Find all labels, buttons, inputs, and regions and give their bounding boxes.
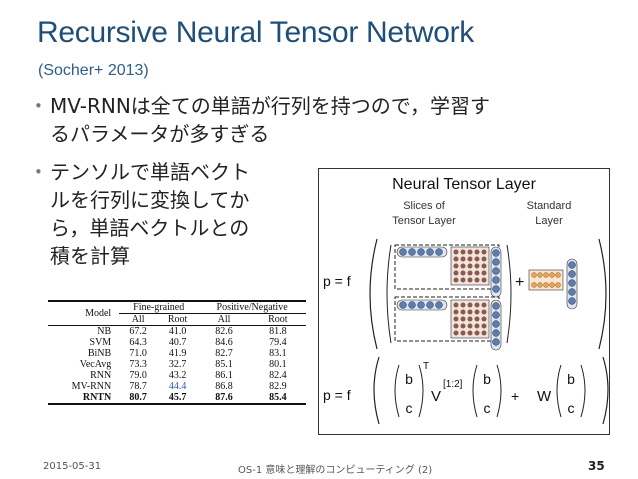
standard-label-2: Layer bbox=[535, 215, 563, 227]
V-symbol: V bbox=[431, 388, 441, 405]
bullet-2-line-4: 積を計算 bbox=[50, 244, 130, 268]
vec3-c: c bbox=[568, 400, 575, 416]
bullet-2-line-1: テンソルで単語ベクト bbox=[50, 160, 250, 184]
group-header-posneg: Positive/Negative bbox=[198, 301, 306, 314]
bullet-2: • テンソルで単語ベクト ルを行列に変換してか ら，単語ベクトルとの 積を計算 bbox=[34, 158, 310, 270]
vec3-bracket-right bbox=[580, 364, 586, 418]
vec1-b: b bbox=[405, 371, 413, 387]
tensor-slice-2 bbox=[394, 296, 502, 351]
vec2-c: c bbox=[484, 400, 491, 416]
inner-paren-left bbox=[386, 244, 392, 344]
W-symbol: W bbox=[537, 388, 552, 405]
vec2-bracket-left bbox=[472, 364, 478, 418]
slices-label-2: Tensor Layer bbox=[392, 215, 456, 227]
eq-paren-right bbox=[602, 356, 609, 425]
footer-course: OS-1 意味と理解のコンピューティング (2) bbox=[238, 465, 433, 476]
slide-subtitle: (Socher+ 2013) bbox=[38, 62, 149, 79]
eq-paren-left bbox=[373, 356, 380, 425]
results-table: Model Fine-grained Positive/Negative All… bbox=[48, 300, 306, 405]
p-eq-1: p = f bbox=[323, 273, 351, 289]
slices-label-1: Slices of bbox=[403, 200, 446, 212]
bullet-2-line-2: ルを行列に変換してか bbox=[50, 188, 250, 212]
outer-paren-left bbox=[369, 238, 378, 350]
plus-1: + bbox=[515, 274, 524, 291]
vec3-b: b bbox=[567, 371, 575, 387]
vec3-bracket-left bbox=[556, 364, 562, 418]
standard-label-1: Standard bbox=[527, 200, 572, 212]
bullet-dot: • bbox=[34, 163, 43, 181]
V-superscript: [1:2] bbox=[443, 379, 463, 390]
neural-tensor-layer-diagram: Neural Tensor Layer Slices of Tensor Lay… bbox=[318, 168, 610, 435]
bullet-2-line-3: ら，単語ベクトルとの bbox=[50, 216, 250, 240]
bullet-dot: • bbox=[34, 97, 43, 115]
subheader-root-1: Root bbox=[167, 314, 188, 325]
vec2-bracket-right bbox=[496, 364, 502, 418]
vec1-bracket-right bbox=[418, 364, 424, 418]
page-number: 35 bbox=[588, 459, 605, 473]
ntl-title: Neural Tensor Layer bbox=[392, 176, 536, 193]
outer-paren-right bbox=[598, 238, 607, 350]
footer-date: 2015-05-31 bbox=[43, 461, 102, 472]
vec1-c: c bbox=[406, 400, 413, 416]
tensor-slice-1 bbox=[394, 244, 502, 298]
vec1-bracket-left bbox=[394, 364, 400, 418]
bullet-1-line-1: MV-RNNは全ての単語が行列を持つので，学習す bbox=[50, 94, 491, 118]
plus-2: + bbox=[511, 388, 519, 404]
group-header-fine: Fine-grained bbox=[119, 301, 199, 314]
subheader-all-1: All bbox=[131, 314, 145, 325]
ntl-svg: Neural Tensor Layer Slices of Tensor Lay… bbox=[323, 176, 609, 425]
inner-paren-right bbox=[506, 244, 512, 344]
col-model-header: Model bbox=[85, 308, 112, 319]
slide-title: Recursive Neural Tensor Network bbox=[37, 16, 474, 49]
transpose-T: T bbox=[423, 361, 429, 372]
vec2-b: b bbox=[483, 371, 491, 387]
bullet-1-line-2: るパラメータが多すぎる bbox=[50, 122, 270, 146]
subheader-root-2: Root bbox=[268, 314, 288, 325]
p-eq-2: p = f bbox=[323, 387, 351, 403]
subheader-all-2: All bbox=[217, 314, 231, 325]
footer bbox=[0, 452, 638, 479]
bullet-1: • MV-RNNは全ての単語が行列を持つので，学習す るパラメータが多すぎる bbox=[34, 92, 610, 148]
standard-layer bbox=[528, 258, 578, 310]
